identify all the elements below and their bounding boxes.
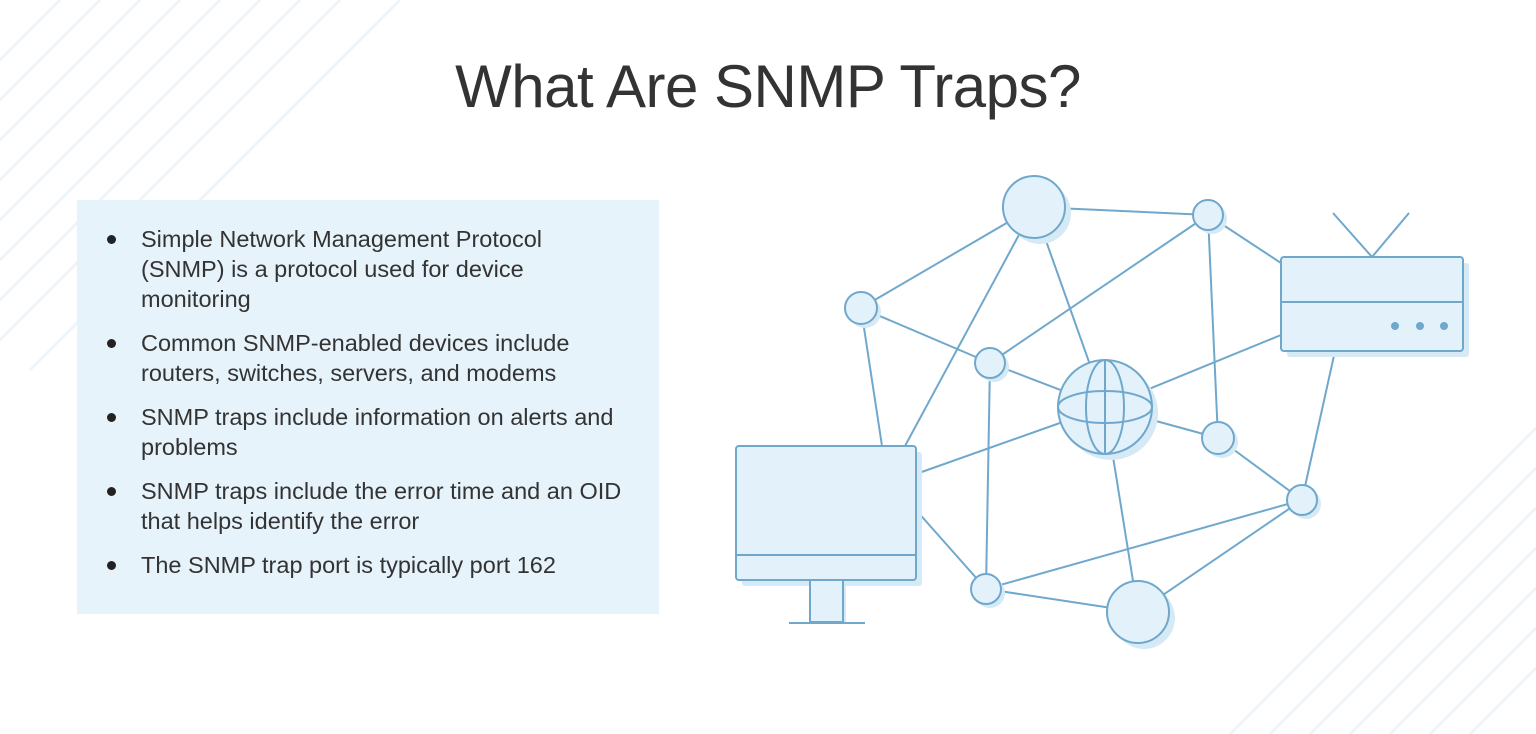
bullet-dot — [107, 235, 116, 244]
node-circle — [974, 347, 1009, 382]
page-title: What Are SNMP Traps? — [455, 53, 1081, 120]
list-item: The SNMP trap port is typically port 162 — [105, 550, 629, 580]
node-circle — [1192, 199, 1227, 234]
bullet-text: The SNMP trap port is typically port 162 — [141, 552, 556, 578]
node-circle — [970, 573, 1005, 608]
bullet-text: SNMP traps include information on alerts… — [141, 404, 614, 460]
node-circle — [1106, 580, 1175, 649]
list-item: SNMP traps include information on alerts… — [105, 402, 629, 462]
bullet-text: Simple Network Management Protocol (SNMP… — [141, 226, 542, 312]
modem-router-icon — [1280, 212, 1469, 357]
node-circle — [1002, 175, 1071, 244]
list-item: SNMP traps include the error time and an… — [105, 476, 629, 536]
node-circle — [1286, 484, 1321, 519]
network-nodes — [844, 175, 1321, 649]
list-item: Simple Network Management Protocol (SNMP… — [105, 224, 629, 314]
node-circle — [1201, 421, 1238, 458]
bullet-text: SNMP traps include the error time and an… — [141, 478, 622, 534]
bullet-dot — [107, 561, 116, 570]
node-circle — [844, 291, 881, 328]
computer-monitor-icon — [735, 445, 922, 624]
info-panel: Simple Network Management Protocol (SNMP… — [77, 200, 659, 614]
bullet-dot — [107, 339, 116, 348]
bullet-list: Simple Network Management Protocol (SNMP… — [77, 200, 659, 580]
globe-icon — [1057, 359, 1158, 460]
network-diagram — [735, 175, 1469, 649]
bullet-text: Common SNMP-enabled devices include rout… — [141, 330, 570, 386]
list-item: Common SNMP-enabled devices include rout… — [105, 328, 629, 388]
bullet-dot — [107, 487, 116, 496]
bullet-dot — [107, 413, 116, 422]
